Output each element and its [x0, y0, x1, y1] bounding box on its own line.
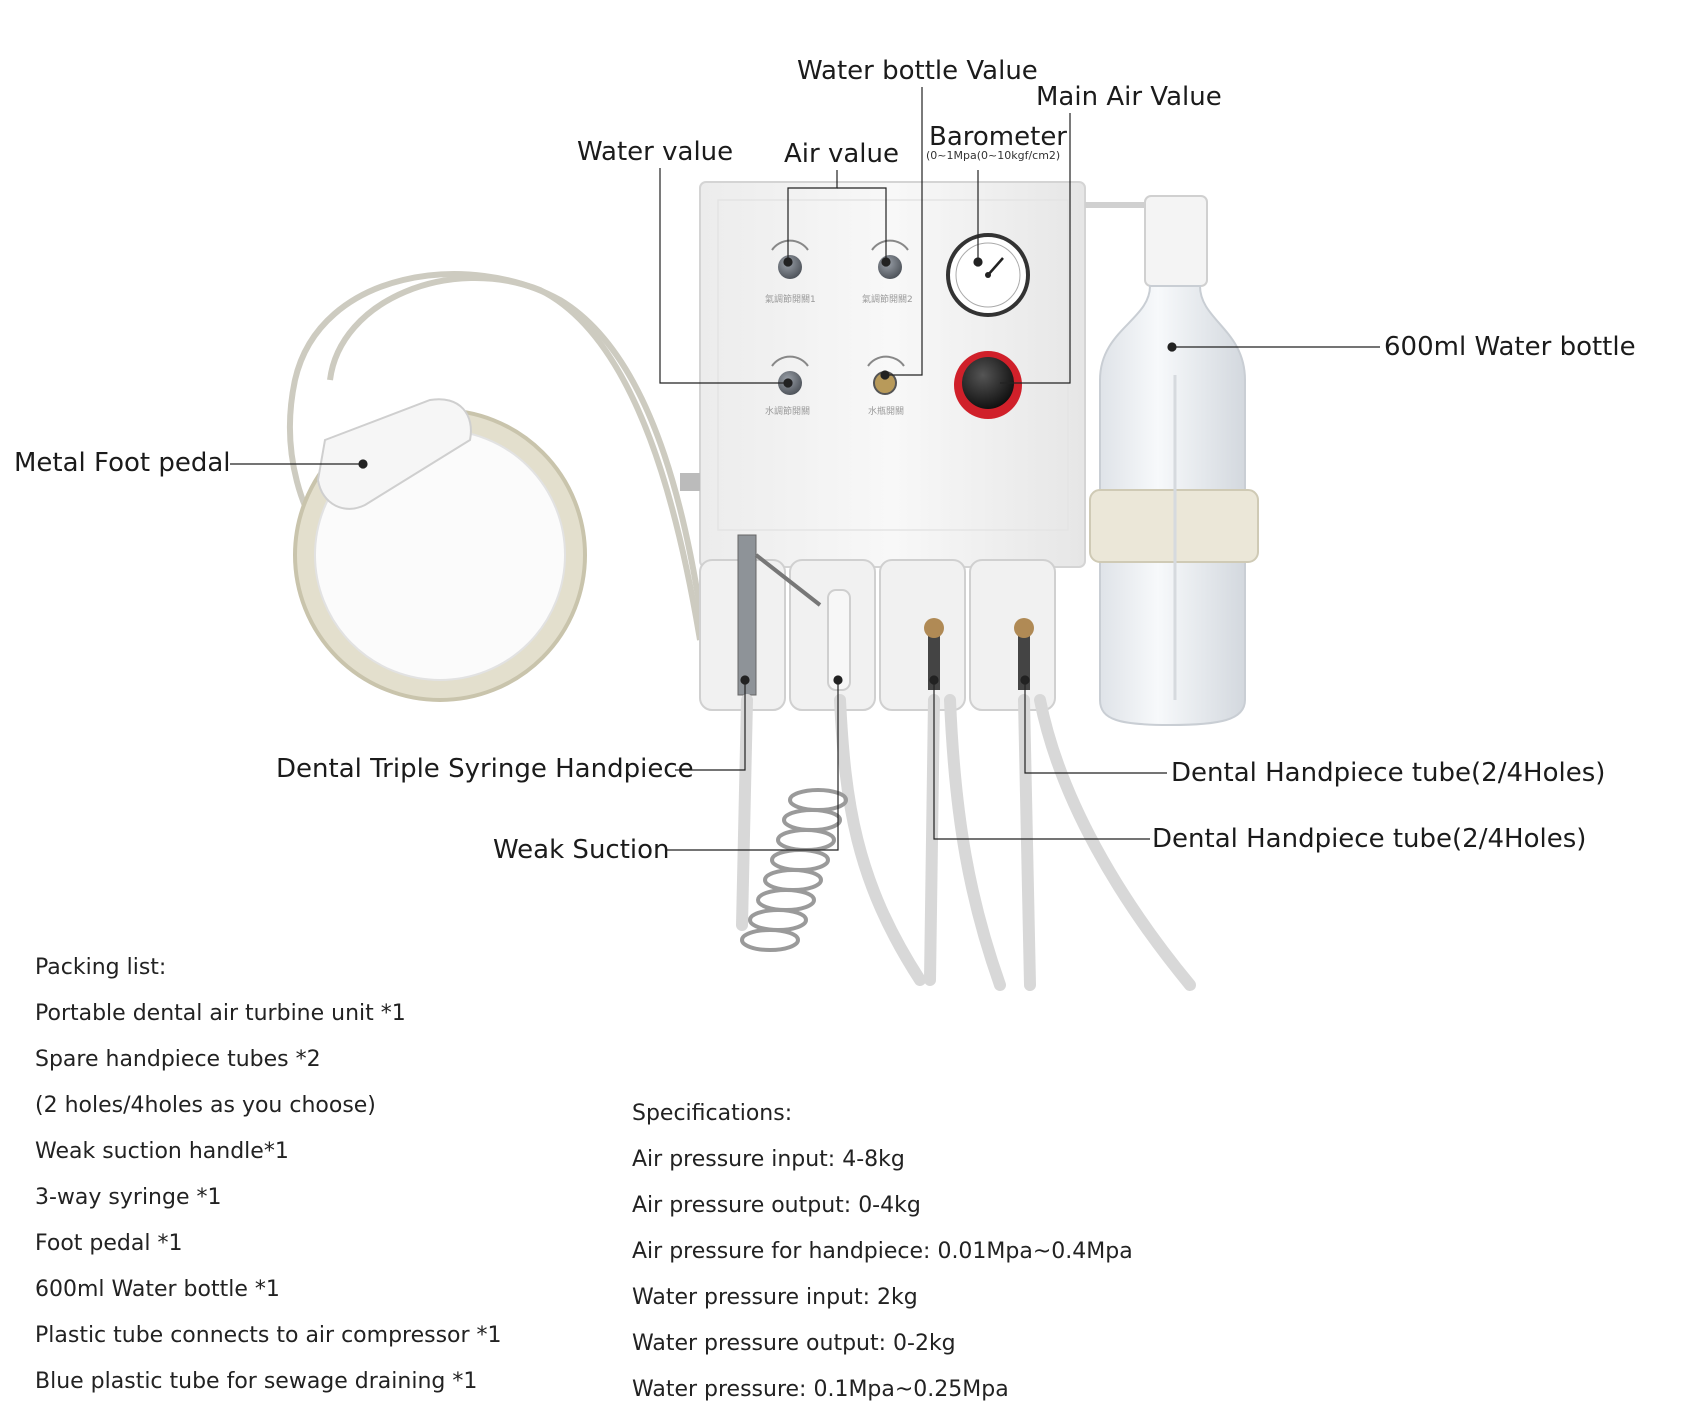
- label-air-value: Air value: [784, 139, 899, 169]
- packing-list-item: (2 holes/4holes as you choose): [35, 1093, 376, 1118]
- svg-text:氣調節開關1: 氣調節開關1: [765, 293, 816, 305]
- packing-list-item: 600ml Water bottle *1: [35, 1277, 280, 1302]
- label-barometer: Barometer: [929, 122, 1067, 152]
- label-metal-foot-pedal: Metal Foot pedal: [14, 448, 231, 478]
- coiled-cable: [740, 788, 848, 952]
- label-main-air-value: Main Air Value: [1036, 82, 1222, 112]
- packing-list-item: Plastic tube connects to air compressor …: [35, 1323, 502, 1348]
- svg-text:水瓶開關: 水瓶開關: [868, 405, 904, 417]
- label-handpiece-tube-1: Dental Handpiece tube(2/4Holes): [1171, 758, 1606, 788]
- label-handpiece-tube-2: Dental Handpiece tube(2/4Holes): [1152, 824, 1587, 854]
- packing-list-item: Weak suction handle*1: [35, 1139, 289, 1164]
- syringe-and-suction: [737, 534, 851, 696]
- packing-list-item: 3-way syringe *1: [35, 1185, 222, 1210]
- specification-item: Air pressure output: 0-4kg: [632, 1193, 921, 1218]
- label-weak-suction: Weak Suction: [493, 835, 670, 865]
- specifications-list: Specifications: Air pressure input: 4-8k…: [632, 1091, 1133, 1413]
- specification-item: Water pressure: 0.1Mpa~0.25Mpa: [632, 1377, 1009, 1402]
- packing-list-item: Foot pedal *1: [35, 1231, 183, 1256]
- packing-list: Packing list: Portable dental air turbin…: [35, 945, 502, 1405]
- packing-list-item: Portable dental air turbine unit *1: [35, 1001, 406, 1026]
- callout-lines: [230, 87, 1380, 851]
- packing-list-item: Blue plastic tube for sewage draining *1: [35, 1369, 478, 1394]
- specification-item: Water pressure output: 0-2kg: [632, 1331, 956, 1356]
- foot-pedal: [293, 398, 587, 702]
- packing-list-item: Spare handpiece tubes *2: [35, 1047, 321, 1072]
- packing-list-heading: Packing list:: [35, 955, 167, 980]
- label-water-bottle-value: Water bottle Value: [797, 56, 1038, 86]
- water-bottle: [1085, 195, 1259, 727]
- label-triple-syringe: Dental Triple Syringe Handpiece: [276, 754, 694, 784]
- pedal-tubing: [287, 271, 708, 641]
- specification-item: Air pressure input: 4-8kg: [632, 1147, 905, 1172]
- label-water-value: Water value: [577, 137, 734, 167]
- hoses: [736, 694, 1196, 991]
- svg-text:氣調節開關2: 氣調節開關2: [862, 293, 913, 305]
- specification-item: Air pressure for handpiece: 0.01Mpa~0.4M…: [632, 1239, 1133, 1264]
- label-barometer-range: (0~1Mpa(0~10kgf/cm2): [926, 149, 1061, 162]
- specification-item: Water pressure input: 2kg: [632, 1285, 918, 1310]
- specifications-heading: Specifications:: [632, 1101, 793, 1126]
- label-water-bottle: 600ml Water bottle: [1384, 332, 1636, 362]
- svg-text:水調節開關: 水調節開關: [765, 405, 810, 417]
